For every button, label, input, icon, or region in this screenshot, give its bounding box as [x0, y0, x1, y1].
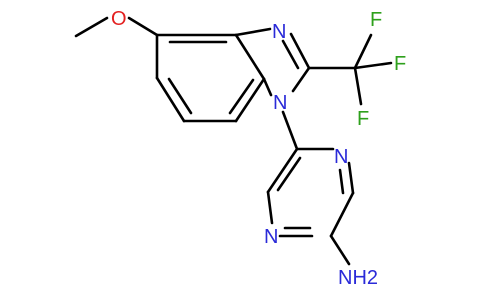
bond-pz-6-inner: [276, 156, 302, 192]
bond-bz-3: [234, 77, 266, 123]
atom-fluorine-2: F: [394, 53, 406, 75]
bond-im-n3-c2-inner: [281, 39, 300, 70]
atom-pyrazine-n4: N: [334, 146, 348, 168]
bond-o-ring: [127, 16, 159, 37]
bond-pz-2-inner: [338, 168, 345, 195]
bond-n1-pyrazine: [281, 110, 299, 151]
bond-bz-5: [155, 76, 186, 123]
bond-bz-3-inner: [228, 78, 255, 115]
bond-im-c2-n1: [291, 66, 311, 93]
bond-cf3-f1: [353, 33, 373, 70]
bond-im-c-n3: [234, 27, 272, 37]
bond-cf3-f2: [353, 61, 393, 70]
bond-c-nh2: [329, 234, 351, 266]
atom-amine-nh2: NH2: [338, 267, 378, 289]
bond-bz-2: [234, 33, 266, 81]
atom-fluorine-1: F: [370, 9, 382, 31]
atom-imidazole-n1: N: [273, 92, 287, 114]
bond-bz-5-inner: [167, 77, 193, 115]
bond-im-n3-c2: [289, 32, 311, 70]
bond-cf3-f3: [353, 66, 363, 106]
atom-labels: O N N F F F N N NH2: [111, 8, 406, 289]
atom-imidazole-n3: N: [272, 21, 286, 43]
atom-fluorine-3: F: [357, 108, 369, 130]
bonds: [74, 16, 393, 266]
atom-pyrazine-n1: N: [264, 226, 278, 248]
bond-methyl-o: [74, 16, 109, 38]
bond-im-n1-c: [262, 77, 273, 97]
atom-methoxy-oxygen: O: [111, 8, 127, 30]
bond-pz-2: [347, 161, 355, 195]
bond-pz-6: [266, 147, 299, 194]
bond-pz-3: [329, 191, 355, 238]
bond-pz-5: [266, 190, 274, 225]
